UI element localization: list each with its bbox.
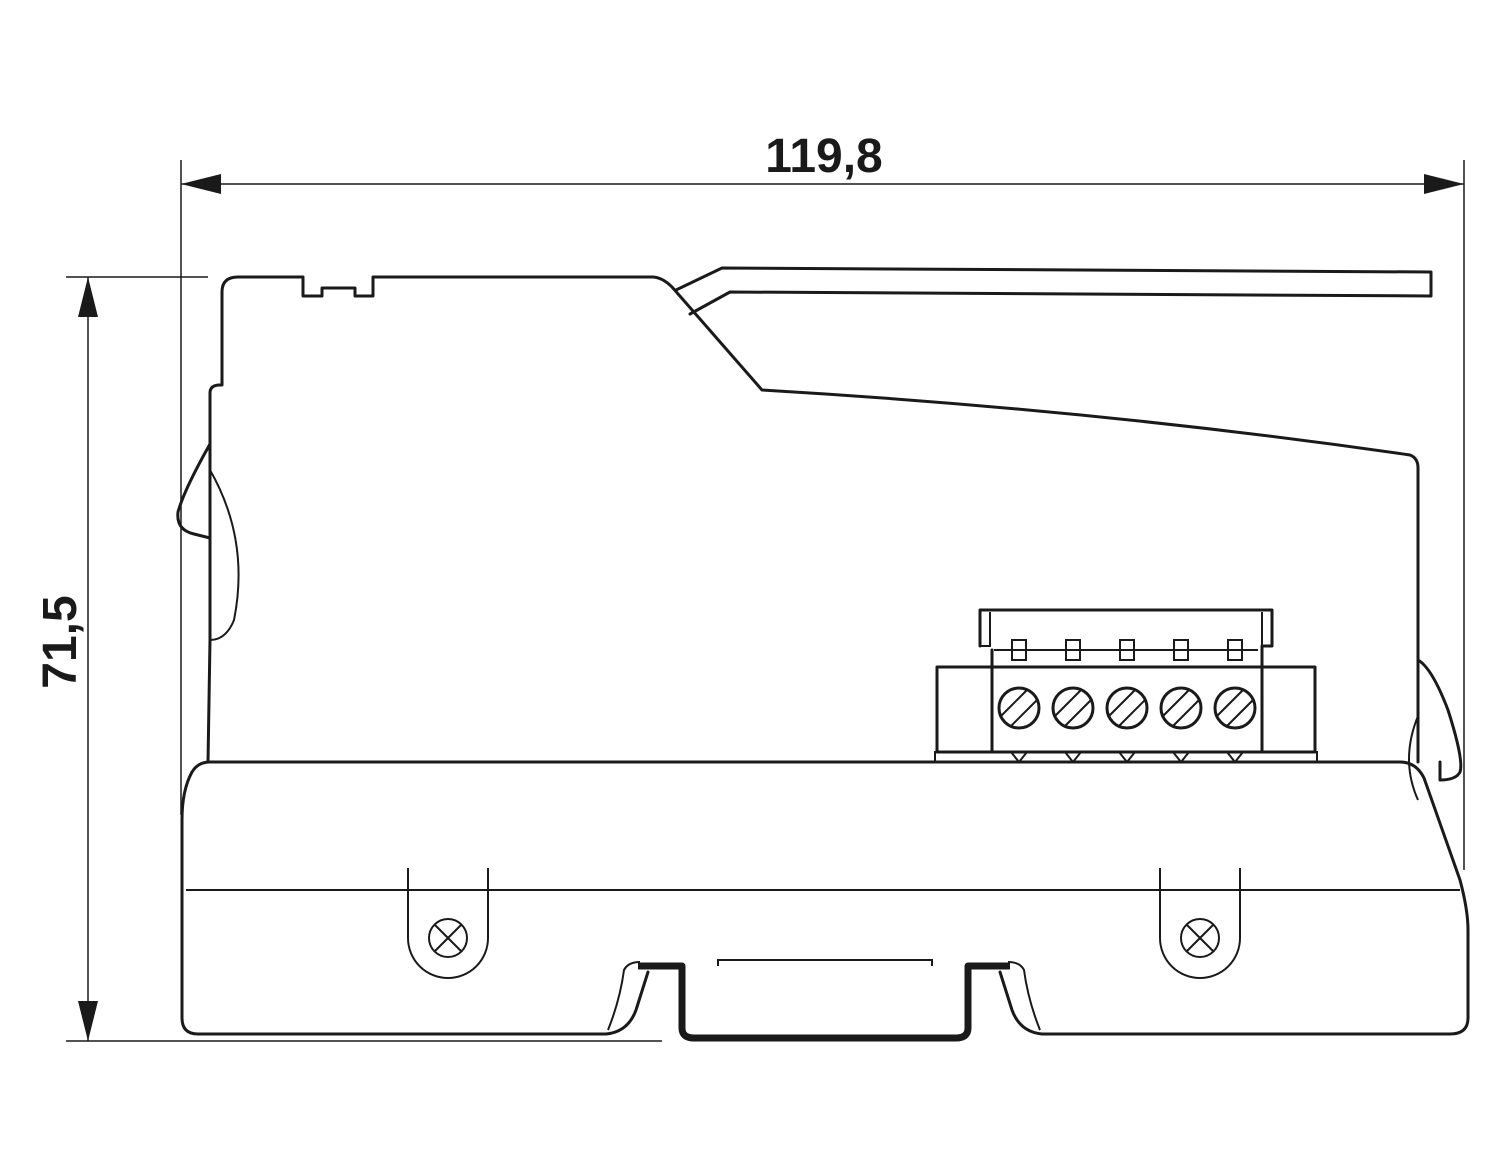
- mounting-lug-right: [1159, 868, 1241, 979]
- connector-header-inner-left: [980, 612, 991, 647]
- height-dimension-label: 71,5: [34, 595, 87, 688]
- terminal-screw-icon: [1105, 686, 1149, 730]
- lug-screw-right-icon: [1180, 918, 1220, 958]
- connector-pin: [1011, 639, 1027, 661]
- upper-housing: [176, 275, 1420, 764]
- terminal-screw-icon: [997, 686, 1041, 730]
- connector-pin: [1065, 639, 1081, 661]
- screw-slot: [1108, 689, 1136, 717]
- mounting-lug-left: [407, 868, 489, 979]
- mounting-lug-right-outline: [1159, 868, 1241, 979]
- plug-connector: [934, 608, 1318, 764]
- right-latch: [1408, 658, 1463, 801]
- screw-head: [1105, 686, 1149, 730]
- screw-head: [1159, 686, 1203, 730]
- base-housing: [180, 760, 1470, 1036]
- terminal-screw-icon: [1213, 686, 1257, 730]
- screw-head: [997, 686, 1041, 730]
- din-rail-profile: [638, 962, 1010, 1042]
- connector-pin: [1173, 639, 1189, 661]
- screw-slot: [1162, 689, 1190, 717]
- screw-slot: [1010, 699, 1038, 727]
- height-arrow-bottom: [78, 1001, 98, 1041]
- connector-pin: [1227, 639, 1243, 661]
- connector-pins: [1011, 639, 1243, 661]
- lug-screw-left-icon: [428, 918, 468, 958]
- connector-pin: [1119, 639, 1135, 661]
- base-housing-right: [208, 760, 1470, 1036]
- upper-housing-outline: [206, 275, 1420, 764]
- lug-screw-left-cross-b: [434, 924, 462, 952]
- width-arrow-left: [181, 174, 221, 194]
- top-cover-outline: [674, 266, 1433, 316]
- screw-slot: [1064, 699, 1092, 727]
- width-dimension-label: 119,8: [765, 130, 882, 183]
- width-arrow-right: [1424, 174, 1464, 194]
- screw-head: [1213, 686, 1257, 730]
- din-clip-left-inner: [607, 961, 641, 1031]
- height-dimension: 71,5: [34, 276, 662, 1042]
- terminal-screws: [997, 686, 1257, 764]
- mounting-lug-left-outline: [407, 868, 489, 979]
- width-dimension: 119,8: [180, 130, 1465, 870]
- top-cover-lever: [674, 266, 1433, 316]
- screw-slot: [1000, 689, 1028, 717]
- right-latch-outline: [1416, 658, 1463, 782]
- left-latch-arc: [209, 469, 240, 641]
- screw-slot: [1216, 689, 1244, 717]
- terminal-screw-icon: [1159, 686, 1203, 730]
- din-rail: [638, 959, 1010, 1042]
- base-housing-left: [180, 760, 650, 1036]
- din-clip-right-inner: [1007, 961, 1041, 1031]
- screw-slot: [1054, 689, 1082, 717]
- terminal-screw-icon: [1051, 686, 1095, 730]
- screw-slot: [1172, 699, 1200, 727]
- right-latch-arc: [1408, 715, 1419, 801]
- screw-slot: [1226, 699, 1254, 727]
- lug-screw-right-cross-b: [1186, 924, 1214, 952]
- connector-body: [935, 665, 1317, 754]
- height-arrow-top: [78, 277, 98, 317]
- screw-slot: [1118, 699, 1146, 727]
- left-latch: [176, 442, 212, 540]
- screw-head: [1051, 686, 1095, 730]
- din-rail-top-detail: [717, 959, 933, 966]
